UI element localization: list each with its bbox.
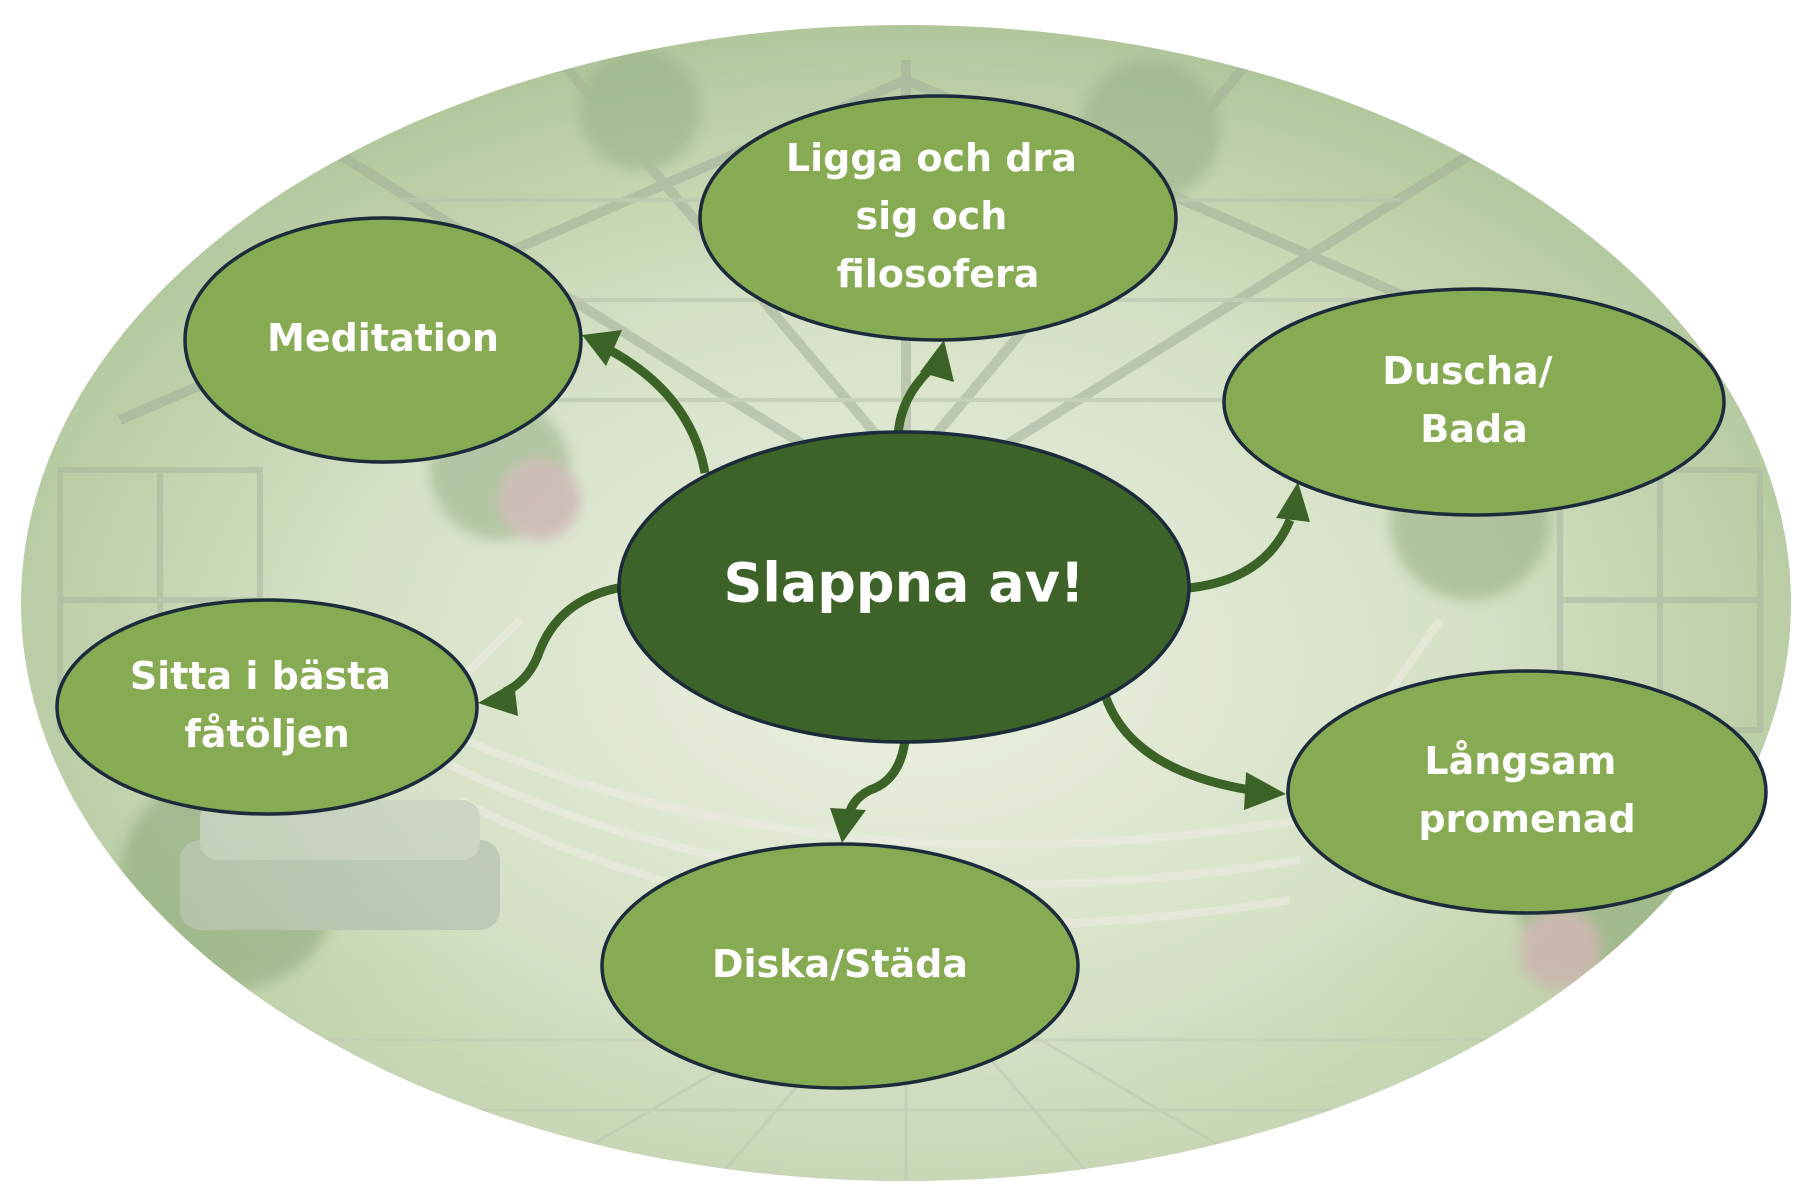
svg-text:Ligga och dra sig och: Ligga och dra sig och filosofera xyxy=(786,136,1090,296)
node-dishes-line-1: Diska/Städa xyxy=(712,942,968,986)
center-node: Slappna av! xyxy=(617,430,1191,744)
svg-text:Diska/Städa: Diska/Städa xyxy=(712,942,968,986)
svg-text:Sitta i bästa fåtöljen: Sitta i bästa fåtöljen xyxy=(130,654,404,756)
node-philosophize-line-2: sig och xyxy=(856,194,1008,238)
arrowhead-meditation xyxy=(582,330,622,366)
arrow-to-meditation xyxy=(597,340,710,474)
node-philosophize-line-3: filosofera xyxy=(837,252,1040,296)
node-philosophize: Ligga och dra sig och filosofera xyxy=(698,94,1178,342)
node-walk-line-2: promenad xyxy=(1418,797,1635,841)
arrow-to-armchair xyxy=(502,583,619,697)
arrow-to-walk xyxy=(1100,693,1251,795)
svg-text:Meditation: Meditation xyxy=(267,316,499,360)
arrowhead-armchair xyxy=(478,682,518,716)
connector-arrows xyxy=(478,330,1310,843)
svg-text:Duscha/ Bada: Duscha/ Bada xyxy=(1382,349,1566,451)
node-walk-line-1: Långsam xyxy=(1424,739,1616,783)
node-dishes: Diska/Städa xyxy=(600,842,1080,1090)
svg-text:Långsam promenad: Långsam promenad xyxy=(1418,739,1635,841)
node-shower-line-1: Duscha/ xyxy=(1382,349,1552,393)
node-meditation: Meditation xyxy=(183,216,583,464)
arrowhead-walk xyxy=(1244,772,1286,810)
arrow-to-shower xyxy=(1187,518,1295,593)
node-walk: Långsam promenad xyxy=(1286,669,1768,915)
node-shower: Duscha/ Bada xyxy=(1222,287,1726,517)
node-meditation-line-1: Meditation xyxy=(267,316,499,360)
node-shower-line-2: Bada xyxy=(1420,407,1527,451)
center-node-label: Slappna av! xyxy=(723,552,1084,615)
node-armchair-line-1: Sitta i bästa xyxy=(130,654,391,698)
node-philosophize-line-1: Ligga och dra xyxy=(786,136,1077,180)
node-armchair-line-2: fåtöljen xyxy=(184,712,349,756)
arrow-to-dishes xyxy=(843,739,910,821)
node-armchair: Sitta i bästa fåtöljen xyxy=(55,598,479,816)
arrowhead-shower xyxy=(1276,482,1310,522)
arrowhead-philosophize xyxy=(920,340,954,382)
arrowhead-dishes xyxy=(830,808,866,843)
